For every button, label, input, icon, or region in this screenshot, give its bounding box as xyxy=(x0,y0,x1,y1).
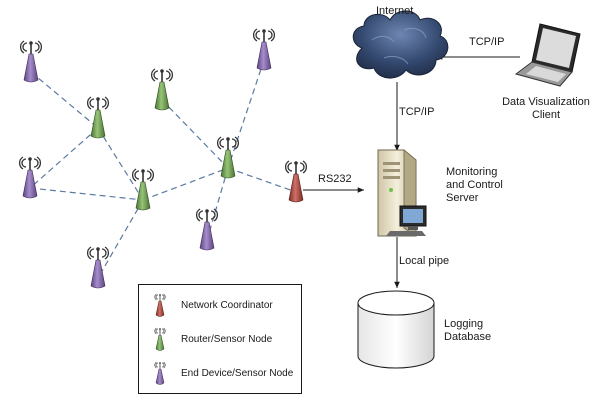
client-label-line1: Data Visualization xyxy=(502,96,590,108)
end-device-node-icon[interactable] xyxy=(19,40,43,83)
server-label: Monitoring and Control Server xyxy=(446,166,503,205)
internet-label: Internet xyxy=(376,5,414,17)
mesh-link xyxy=(29,187,144,201)
mesh-link xyxy=(97,127,144,201)
legend-label: Router/Sensor Node xyxy=(181,334,273,345)
client-label: Data Visualization Client xyxy=(494,96,598,122)
connection-lines xyxy=(303,54,520,288)
router-node-icon[interactable] xyxy=(216,136,240,179)
mesh-link xyxy=(29,127,99,189)
legend: Network Coordinator Router/Sensor Node E… xyxy=(138,284,302,394)
router-node-icon[interactable] xyxy=(131,168,155,211)
coordinator-legend-icon xyxy=(154,293,166,317)
mesh-link xyxy=(206,167,229,241)
database-label-line2: Database xyxy=(444,331,492,343)
legend-item-router: Router/Sensor Node xyxy=(139,327,301,353)
legend-item-end-device: End Device/Sensor Node xyxy=(139,361,301,387)
server-icon[interactable] xyxy=(377,149,427,237)
client-label-line2: Client xyxy=(531,109,561,121)
end-device-node-icon[interactable] xyxy=(195,208,219,251)
coordinator-node-icon[interactable] xyxy=(284,160,308,203)
end-device-node-icon[interactable] xyxy=(18,156,42,199)
tcpip-server-label: TCP/IP xyxy=(399,106,435,118)
router-node-icon[interactable] xyxy=(150,68,174,111)
server-label-line3: Server xyxy=(446,192,479,204)
database-label: Logging Database xyxy=(444,318,491,344)
router-node-icon[interactable] xyxy=(86,96,110,139)
database-label-line1: Logging xyxy=(444,318,484,330)
server-label-line2: and Control xyxy=(446,179,503,191)
internet-cloud-icon[interactable] xyxy=(352,10,449,79)
mesh-link xyxy=(227,167,297,193)
legend-label: End Device/Sensor Node xyxy=(181,368,294,379)
tcpip-client-label: TCP/IP xyxy=(469,36,505,48)
end-device-node-icon[interactable] xyxy=(86,246,110,289)
mesh-link xyxy=(142,167,229,201)
mesh-link xyxy=(97,199,144,279)
database-icon[interactable] xyxy=(357,290,435,369)
rs232-label: RS232 xyxy=(318,173,352,185)
mesh-link xyxy=(30,71,99,129)
mesh-link xyxy=(161,99,229,169)
laptop-client-icon[interactable] xyxy=(514,23,581,87)
mesh-nodes xyxy=(18,28,308,289)
legend-label: Network Coordinator xyxy=(181,300,273,311)
server-label-line1: Monitoring xyxy=(446,166,498,178)
local-pipe-label: Local pipe xyxy=(399,255,450,267)
router-legend-icon xyxy=(154,327,166,351)
end-device-node-icon[interactable] xyxy=(252,28,276,71)
end-device-legend-icon xyxy=(154,361,166,385)
legend-item-coordinator: Network Coordinator xyxy=(139,293,301,319)
mesh-links xyxy=(29,59,297,279)
mesh-link xyxy=(227,59,265,169)
